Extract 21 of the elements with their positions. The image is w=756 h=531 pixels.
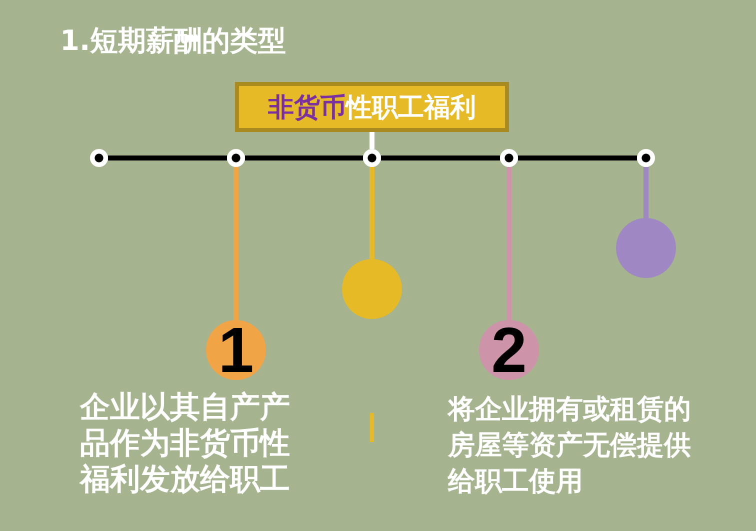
- description-text: 企业以其自产产品作为非货币性福利发放给职工: [80, 390, 291, 498]
- description-text: 将企业拥有或租赁的房屋等资产无偿提供给职工使用: [448, 393, 692, 499]
- timeline-dot: [227, 149, 245, 167]
- connector-line: [108, 156, 227, 160]
- slide-title: 1.短期薪酬的类型: [60, 23, 286, 59]
- connector-line: [506, 167, 512, 320]
- connector-line: [381, 156, 500, 160]
- connector-line: [370, 167, 374, 259]
- timeline-dot: [363, 149, 381, 167]
- banner-text: 非货币性职工福利: [268, 92, 476, 124]
- connector-line: [518, 156, 637, 160]
- step-number: 1: [217, 320, 255, 380]
- connector-line: [644, 167, 648, 218]
- connector-line: [370, 132, 374, 149]
- timeline-dot: [500, 149, 518, 167]
- connector-line: [234, 167, 238, 320]
- connector-line: [245, 156, 363, 160]
- timeline-dot: [637, 149, 655, 167]
- timeline-dot: [90, 149, 108, 167]
- title-banner: [235, 82, 509, 132]
- step-number: 2: [490, 320, 528, 380]
